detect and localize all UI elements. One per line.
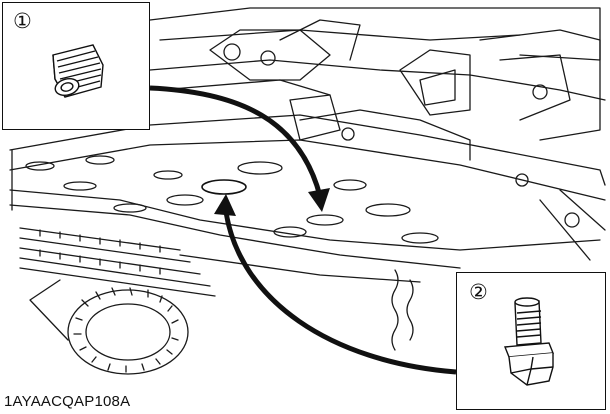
drain-plug-icon <box>52 44 104 98</box>
arrow-plug-location <box>149 85 330 212</box>
figure-code: 1AYAACQAP108A <box>4 393 131 410</box>
callout-inset-drain-bolt <box>456 272 606 410</box>
callout-inset-drain-plug <box>2 2 150 130</box>
chassis-frame <box>149 7 606 228</box>
callout-marker-2: ② <box>469 280 488 304</box>
suspension-detail <box>391 189 606 351</box>
front-tire <box>29 279 189 375</box>
arrow-bolt-location <box>214 194 457 375</box>
callout-marker-1: ① <box>13 9 32 33</box>
undercover-panel <box>9 114 606 297</box>
drain-hole <box>201 179 247 195</box>
drain-bolt-icon <box>504 297 554 386</box>
